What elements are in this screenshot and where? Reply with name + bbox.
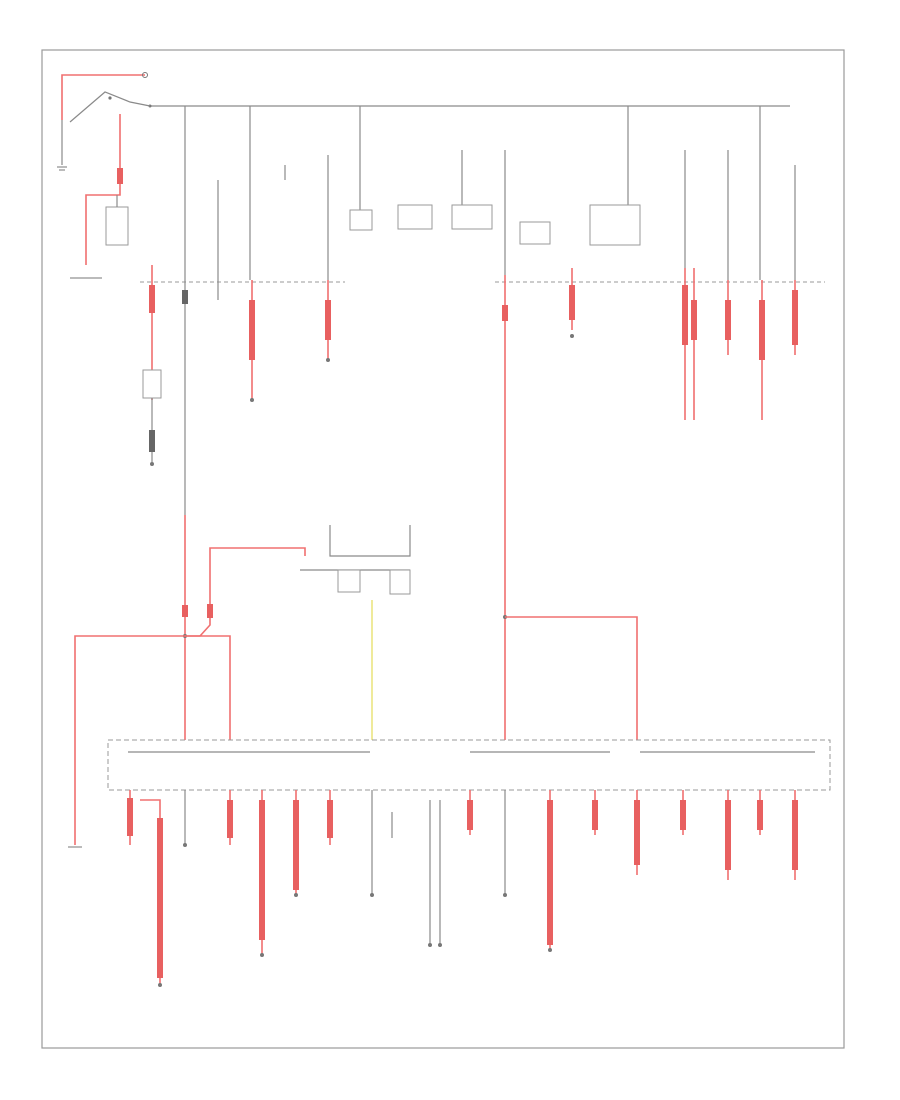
relay-group-upper <box>349 106 493 231</box>
generator-feed <box>142 265 162 466</box>
fuse-feed-572 <box>569 268 575 338</box>
trunk-feed-505 <box>502 150 638 740</box>
right-feeds <box>682 106 798 420</box>
starter-relay <box>70 114 129 279</box>
fuse-feed-328 <box>284 155 331 362</box>
diagram-frame <box>41 49 845 1049</box>
termination-dots <box>158 843 552 987</box>
lower-fuse-box <box>107 739 831 791</box>
left-branch <box>68 635 231 848</box>
trunk-feed-185 <box>182 106 188 740</box>
central-module <box>185 525 411 740</box>
main-power-bus <box>148 104 790 108</box>
relay-right-upper <box>589 106 641 246</box>
lower-feeds <box>127 790 798 985</box>
ignition-switch <box>57 72 151 171</box>
fuse-feed-250 <box>249 106 255 402</box>
